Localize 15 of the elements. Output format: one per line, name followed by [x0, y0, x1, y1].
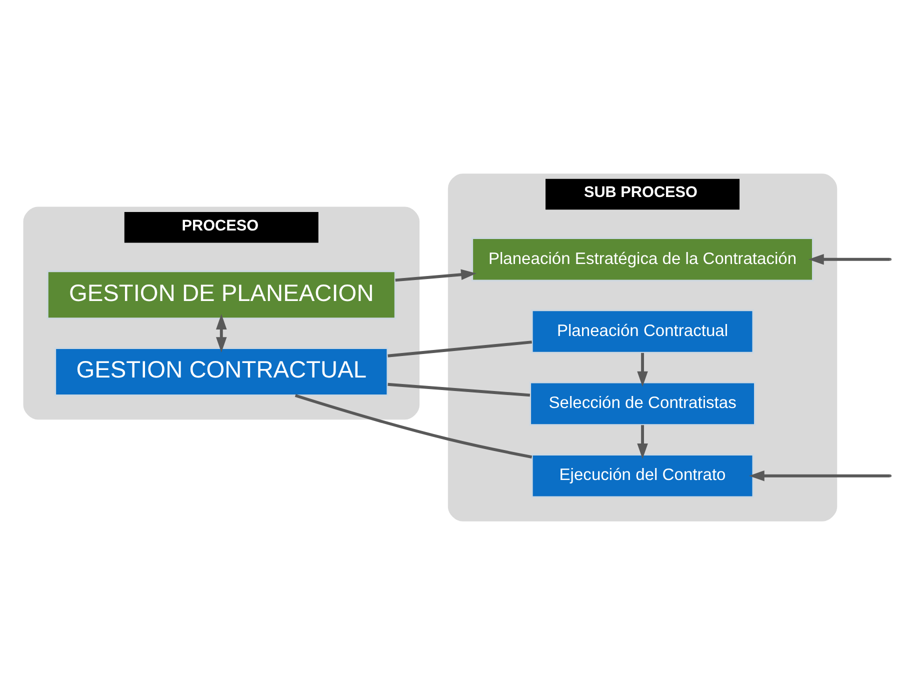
arrow	[394, 268, 476, 282]
connector	[294, 394, 532, 458]
arrow	[808, 253, 890, 264]
arrow	[636, 424, 648, 458]
node-box: Ejecución del Contrato	[530, 453, 754, 498]
node-box: Selección de Contratistas	[528, 381, 756, 426]
node-box: Planeación Estratégica de la Contratación	[470, 236, 814, 282]
arrow	[748, 470, 890, 481]
arrow	[216, 314, 226, 352]
node-box: GESTION DE PLANEACION	[46, 270, 396, 319]
connector	[387, 382, 530, 396]
arrow	[636, 352, 648, 386]
node-box: Planeación Contractual	[530, 308, 754, 354]
connector	[387, 340, 532, 357]
node-box: GESTION CONTRACTUAL	[54, 346, 388, 396]
